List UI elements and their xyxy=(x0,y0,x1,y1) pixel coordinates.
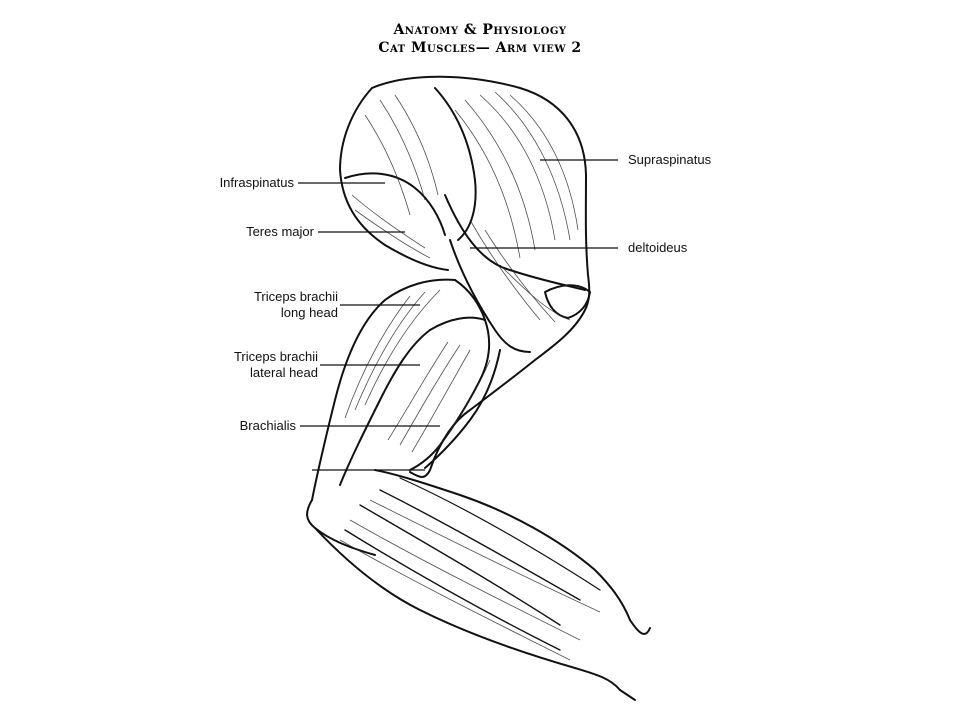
deltoideus-fiber xyxy=(500,265,570,320)
triceps-lateral-fiber xyxy=(388,342,448,440)
triceps-long-fiber xyxy=(345,296,410,418)
triceps-lateral-outline xyxy=(340,330,430,485)
deltoideus-outline xyxy=(445,195,585,290)
supraspinatus-fiber xyxy=(465,100,535,250)
label-deltoideus: deltoideus xyxy=(628,240,687,256)
forearm-lower-outline xyxy=(315,528,620,690)
label-triceps-lateral-line2: lateral head xyxy=(234,365,318,381)
triceps-long-head-inner xyxy=(430,280,485,330)
forearm-muscle-line xyxy=(345,530,560,650)
supraspinatus-fiber xyxy=(480,95,555,240)
infraspinatus-fiber xyxy=(380,100,425,200)
label-triceps-lateral-head: Triceps brachii lateral head xyxy=(234,349,318,381)
forearm-upper-outline xyxy=(375,470,630,620)
scapula-outline xyxy=(372,77,589,477)
forearm-muscle-line xyxy=(400,478,600,590)
forearm-muscle-line xyxy=(360,505,560,625)
infraspinatus-fiber xyxy=(365,115,410,215)
label-triceps-long-line2: long head xyxy=(254,305,338,321)
label-triceps-lateral-line1: Triceps brachii xyxy=(234,349,318,365)
supraspinatus-fiber xyxy=(510,95,578,230)
triceps-long-fiber xyxy=(355,292,425,410)
wrist-tendon xyxy=(620,690,635,700)
triceps-lateral-fiber xyxy=(412,350,470,452)
infraspinatus-outline xyxy=(340,88,448,270)
brachialis-fiber xyxy=(432,360,490,455)
forearm-muscle-line xyxy=(380,490,580,600)
teres-major-fiber xyxy=(352,195,425,248)
label-infraspinatus: Infraspinatus xyxy=(220,175,294,191)
label-triceps-long-line1: Triceps brachii xyxy=(254,289,338,305)
teres-major-fiber xyxy=(355,210,430,258)
label-teres-major: Teres major xyxy=(246,224,314,240)
forearm-fiber xyxy=(370,500,600,612)
label-supraspinatus: Supraspinatus xyxy=(628,152,711,168)
deltoideus-lower xyxy=(450,240,530,352)
forearm-fiber xyxy=(340,540,570,660)
label-triceps-long-head: Triceps brachii long head xyxy=(254,289,338,321)
deltoideus-fiber xyxy=(485,230,555,322)
supraspinatus-fiber xyxy=(455,110,520,258)
triceps-lateral-inner xyxy=(410,320,489,470)
wrist-tendon xyxy=(630,620,650,634)
label-brachialis: Brachialis xyxy=(240,418,296,434)
